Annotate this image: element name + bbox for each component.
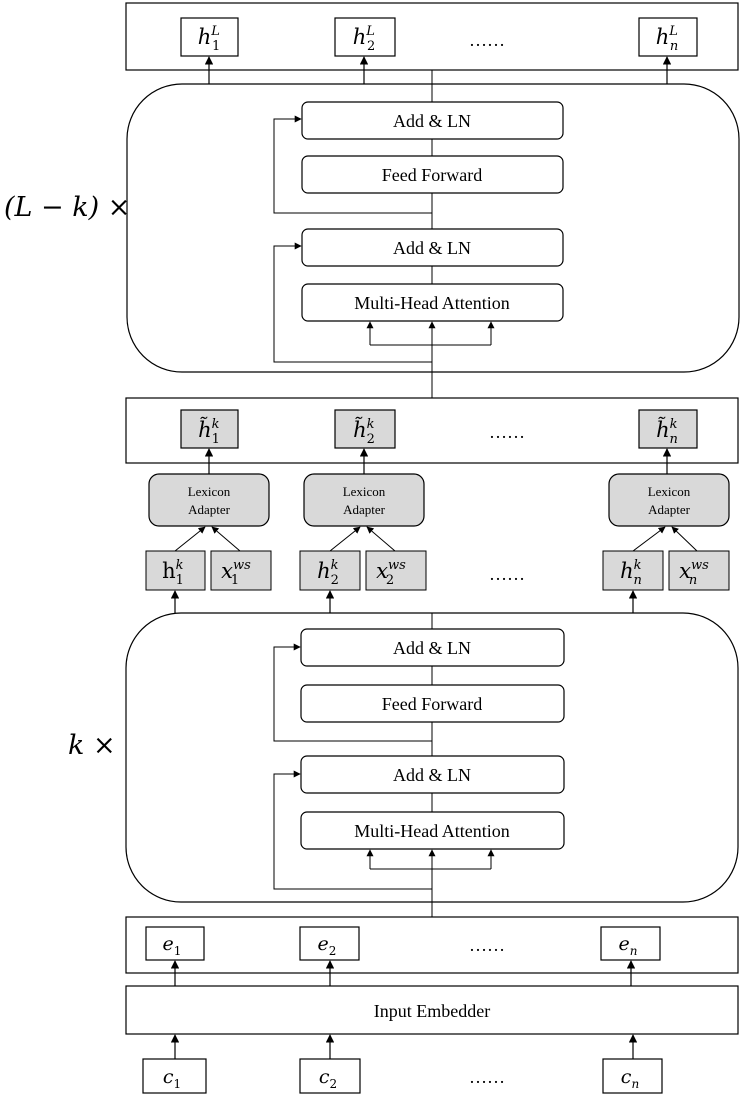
bottom-multi-head-attention-label: Multi-Head Attention [354, 821, 509, 841]
embedding-e2: e2 [318, 933, 337, 958]
input-embedder-label: Input Embedder [374, 1001, 490, 1021]
top-block-multiplier: (L − k) × [4, 192, 130, 223]
top-add-ln-lower-label: Add & LN [393, 238, 471, 258]
layer-k-x1-box [210, 550, 272, 591]
top-residual-lower [273, 242, 432, 363]
top-feed-forward-label: Feed Forward [382, 165, 482, 185]
xn-to-adaptern [671, 526, 698, 552]
lexicon-adapter-2 [303, 473, 425, 527]
x2-to-adapter2 [366, 526, 396, 552]
lexicon-adapter-2-line1: Lexicon [343, 484, 386, 499]
fused-token-h2-box [334, 409, 396, 449]
lexicon-adapter-n-line1: Lexicon [648, 484, 691, 499]
lexicon-adapter-1-line2: Adapter [188, 502, 231, 517]
bottom-add-ln-upper-label: Add & LN [393, 638, 471, 658]
char-ellipsis: …… [469, 1067, 505, 1087]
input-embedder [125, 985, 739, 1035]
bottom-residual-lower [273, 770, 432, 890]
layer-k-x2-box [365, 550, 427, 591]
hn-to-adaptern [632, 526, 666, 552]
char-cn-box [602, 1058, 663, 1094]
char-cn: cn [621, 1066, 639, 1091]
output-token-h2-box [334, 17, 396, 57]
output-token-h1-box [180, 17, 239, 57]
layer-k-xn-box [668, 550, 730, 591]
bottom-block-multiplier: k × [68, 730, 116, 761]
h2-to-adapter2 [329, 526, 361, 552]
char-c1: c1 [163, 1066, 181, 1091]
top-transformer-block [126, 83, 740, 373]
layer-k-h2-box [299, 550, 361, 591]
bottom-multi-head-attention [300, 811, 565, 850]
char-c2: c2 [319, 1066, 337, 1091]
lexicon-adapter-1-line1: Lexicon [188, 484, 231, 499]
fused-token-hn-box [638, 409, 698, 449]
bottom-residual-upper [273, 643, 432, 742]
embedding-ellipsis: …… [469, 935, 505, 955]
layer-k-h1-box [145, 550, 206, 591]
embedding-e1-box [145, 926, 205, 961]
lexicon-adapter-1 [148, 473, 270, 527]
bottom-add-ln-lower-label: Add & LN [393, 765, 471, 785]
h1-to-adapter1 [174, 526, 206, 552]
top-multi-head-attention-label: Multi-Head Attention [354, 293, 509, 313]
lexicon-adapter-n-line2: Adapter [648, 502, 691, 517]
embedding-en-box [600, 926, 661, 961]
embedding-e2-box [299, 926, 360, 961]
fused-token-h1-box [180, 409, 239, 449]
x1-to-adapter1 [211, 526, 241, 552]
top-multi-head-attention [301, 283, 564, 322]
embedding-e1: e1 [163, 933, 182, 958]
lexicon-adapter-2-line2: Adapter [343, 502, 386, 517]
output-ellipsis: …… [469, 30, 505, 50]
embedding-en: en [619, 933, 638, 958]
output-token-hn-box [638, 17, 698, 57]
layer-k-ellipsis: …… [489, 564, 525, 584]
lexicon-adapter-n [608, 473, 730, 527]
fused-ellipsis: …… [489, 422, 525, 442]
bottom-feed-forward-label: Feed Forward [382, 694, 482, 714]
char-c2-box [299, 1058, 361, 1094]
top-residual-upper [273, 115, 432, 214]
layer-k-hn-box [602, 550, 664, 591]
char-c1-box [142, 1058, 207, 1094]
top-add-ln-upper-label: Add & LN [393, 111, 471, 131]
